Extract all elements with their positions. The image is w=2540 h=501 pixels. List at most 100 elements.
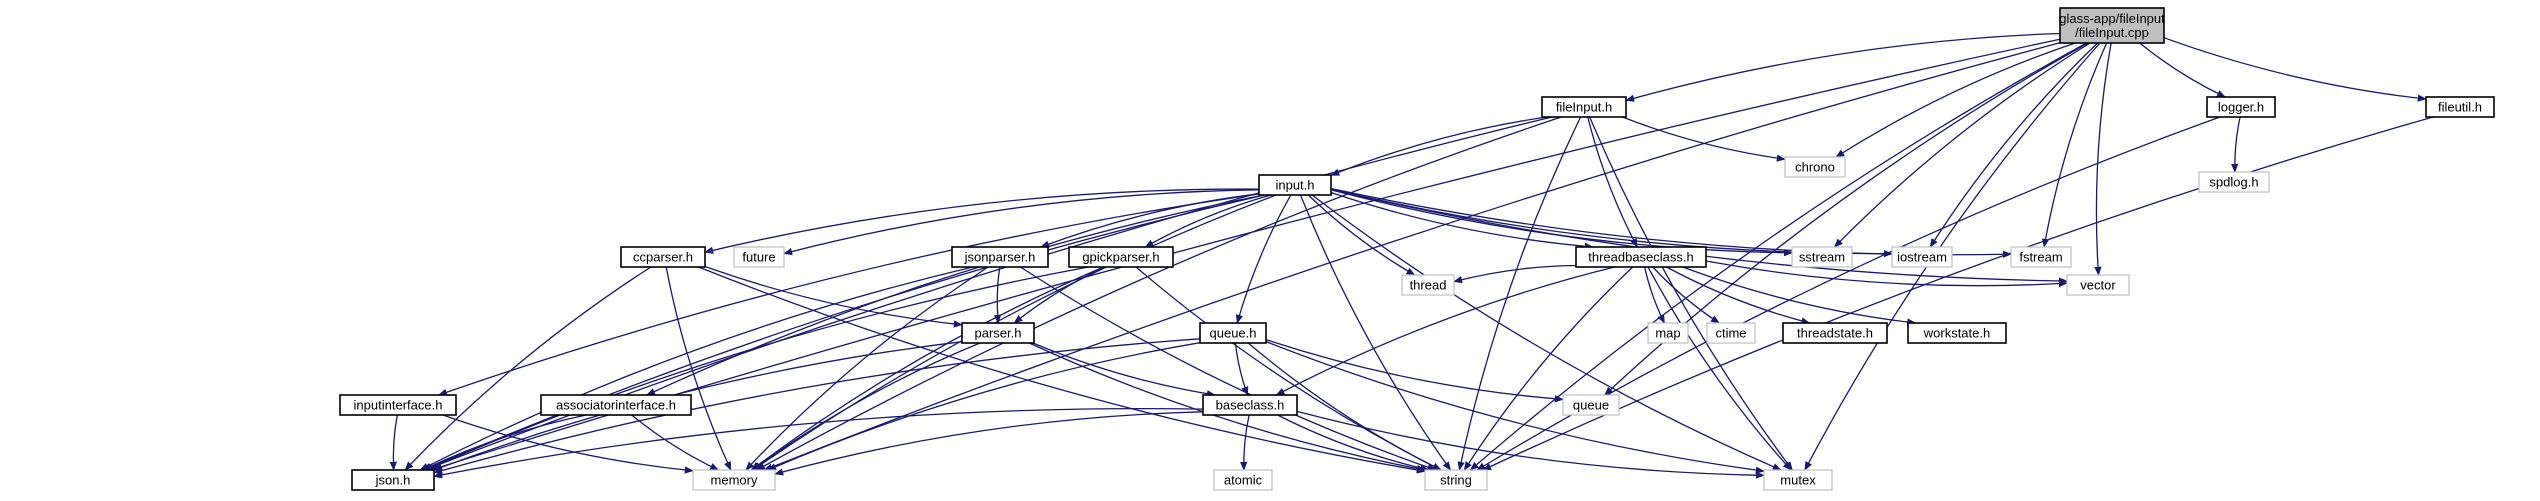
edge-baseclass_h-to-string (1277, 414, 1430, 472)
node-box-gpickparser-h (1068, 246, 1174, 268)
node-box-baseclass-h (1202, 394, 1298, 416)
node-label-map: map (1655, 326, 1680, 341)
node-logger-h[interactable]: logger.h (2206, 96, 2276, 118)
edge-input_h-to-memory (752, 194, 1277, 471)
node-box-queue (1562, 394, 1620, 416)
edge-input_h-to-associatorinterface_h (646, 194, 1265, 396)
edge-queue_h-to-mutex (1265, 340, 1765, 474)
node-sstream: sstream (1791, 246, 1853, 268)
node-label-fstream: fstream (2019, 250, 2062, 265)
node-box-memory (692, 469, 776, 491)
node-label-threadbaseclass-h: threadbaseclass.h (1588, 250, 1694, 265)
node-fileutil-h[interactable]: fileutil.h (2425, 96, 2495, 118)
node-future: future (733, 246, 785, 268)
node-label-inputinterface-h: inputinterface.h (354, 398, 443, 413)
node-workstate-h[interactable]: workstate.h (1907, 322, 2007, 344)
node-box-queue-h (1199, 322, 1267, 344)
edge-gpickparser_h-to-string (1135, 266, 1442, 471)
edge-jsonparser_h-to-parser_h (993, 266, 1002, 324)
node-box-spdlog-h (2198, 171, 2270, 193)
edge-root-to-iostream (1929, 42, 2099, 248)
node-inputinterface-h[interactable]: inputinterface.h (339, 394, 457, 416)
node-box-sstream (1791, 246, 1853, 268)
edge-fileinput_h-to-mutex (1589, 116, 1793, 471)
node-queue: queue (1562, 394, 1620, 416)
node-label-fileutil-h: fileutil.h (2438, 100, 2482, 115)
edge-root-to-memory (763, 42, 2061, 471)
node-box-vector (2066, 274, 2130, 296)
edge-fileinput_h-to-input_h (1330, 116, 1547, 176)
node-label-fileinput-h: fileInput.h (1556, 100, 1612, 115)
node-label-vector: vector (2080, 278, 2116, 293)
node-label-memory: memory (711, 473, 758, 488)
edge-queue_h-to-baseclass_h (1234, 342, 1249, 396)
edge-ccparser_h-to-parser_h (704, 265, 963, 328)
node-label-queue: queue (1573, 398, 1609, 413)
node-chrono: chrono (1784, 156, 1846, 178)
node-memory: memory (692, 469, 776, 491)
edge-input_h-to-threadbaseclass_h (1330, 191, 1594, 250)
node-spdlog-h: spdlog.h (2198, 171, 2270, 193)
node-box-parser-h (961, 322, 1035, 344)
node-ctime: ctime (1706, 322, 1756, 344)
node-gpickparser-h[interactable]: gpickparser.h (1068, 246, 1174, 268)
node-box-atomic (1213, 469, 1273, 491)
node-box-threadbaseclass-h (1575, 246, 1707, 268)
node-root[interactable]: glass-app/fileInput/fileInput.cpp (2059, 7, 2165, 44)
node-iostream: iostream (1891, 246, 1953, 268)
edge-parser_h-to-json_h (433, 341, 963, 471)
node-box-iostream (1891, 246, 1953, 268)
node-associatorinterface-h[interactable]: associatorinterface.h (540, 394, 692, 416)
node-label-logger-h: logger.h (2218, 100, 2264, 115)
edge-input_h-to-thread (1307, 194, 1416, 276)
edge-baseclass_h-to-memory (774, 411, 1204, 476)
node-json-h[interactable]: json.h (351, 469, 435, 491)
node-label-mutex: mutex (1780, 473, 1816, 488)
edge-root-to-fileinput_h (1625, 32, 2061, 102)
edge-input_h-to-ccparser_h (704, 188, 1260, 254)
node-threadstate-h[interactable]: threadstate.h (1782, 322, 1888, 344)
node-label-gpickparser-h: gpickparser.h (1082, 250, 1159, 265)
node-input-h[interactable]: input.h (1258, 174, 1332, 196)
edge-ccparser_h-to-memory (665, 266, 732, 471)
edge-input_h-to-future (783, 189, 1260, 256)
node-box-chrono (1784, 156, 1846, 178)
edge-parser_h-to-string (1028, 342, 1426, 473)
node-label-root: glass-app/fileInput (2059, 11, 2165, 26)
edge-fileinput_h-to-chrono (1622, 116, 1786, 162)
node-fileinput-h[interactable]: fileInput.h (1541, 96, 1627, 118)
edge-fileinput_h-to-threadbaseclass_h (1587, 116, 1638, 248)
node-mutex: mutex (1763, 469, 1833, 491)
node-box-threadstate-h (1782, 322, 1888, 344)
node-label-baseclass-h: baseclass.h (1216, 398, 1285, 413)
node-box-logger-h (2206, 96, 2276, 118)
node-box-root (2059, 7, 2165, 44)
edge-baseclass_h-to-atomic (1240, 414, 1250, 471)
edge-associatorinterface_h-to-memory (631, 414, 720, 471)
node-ccparser-h[interactable]: ccparser.h (620, 246, 706, 268)
edge-root-to-vector (2094, 42, 2112, 276)
node-threadbaseclass-h[interactable]: threadbaseclass.h (1575, 246, 1707, 268)
edge-gpickparser_h-to-memory (750, 266, 1104, 471)
node-fstream: fstream (2010, 246, 2072, 268)
node-jsonparser-h[interactable]: jsonparser.h (951, 246, 1049, 268)
node-label-ctime: ctime (1715, 326, 1746, 341)
edge-baseclass_h-to-json_h (433, 407, 1204, 479)
edge-jsonparser_h-to-string (1020, 266, 1437, 471)
edge-root-to-string (1469, 42, 2088, 471)
edge-threadbaseclass_h-to-map (1643, 266, 1665, 324)
node-parser-h[interactable]: parser.h (961, 322, 1035, 344)
node-queue-h[interactable]: queue.h (1199, 322, 1267, 344)
edge-root-to-fstream (2041, 42, 2108, 248)
node-label-future: future (742, 250, 775, 265)
node-box-fileinput-h (1541, 96, 1627, 118)
edge-input_h-to-mutex (1311, 194, 1782, 471)
node-baseclass-h[interactable]: baseclass.h (1202, 394, 1298, 416)
node-label-sstream: sstream (1799, 250, 1845, 265)
node-atomic: atomic (1213, 469, 1273, 491)
node-label-threadstate-h: threadstate.h (1797, 326, 1873, 341)
edge-logger_h-to-spdlog_h (2231, 116, 2241, 173)
node-box-future (733, 246, 785, 268)
node-box-mutex (1763, 469, 1833, 491)
edge-inputinterface_h-to-memory (442, 414, 694, 474)
